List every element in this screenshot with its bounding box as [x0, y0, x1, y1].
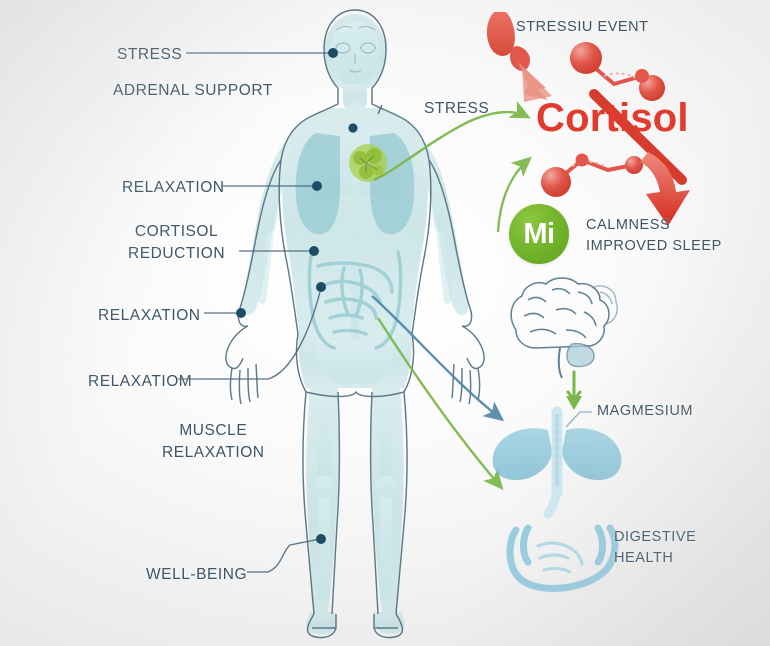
label-cortisol-reduction: CORTISOL REDUCTION — [128, 223, 226, 262]
label-calmness-improved-sleep: CALMNESS IMPROVED SLEEP — [586, 217, 722, 254]
label-well-being: WELL-BEING — [146, 566, 248, 583]
arrow-to-lungs — [371, 295, 505, 422]
body-intestines — [307, 250, 403, 350]
cortisol-decrease-arrow — [640, 152, 690, 226]
cortisol-heading: Cortisol — [536, 96, 689, 140]
label-relaxatiom: RELAXATIOM — [88, 373, 193, 390]
lungs-illustration — [492, 406, 622, 519]
label-relaxation-chest: RELAXATION — [122, 179, 225, 196]
cortisol-strikethrough — [589, 89, 687, 185]
label-digestive-health: DIGESTIVE HEALTH — [614, 529, 697, 566]
arrow-to-intestines — [376, 317, 504, 491]
arrow-mi-to-cortisol — [496, 156, 532, 233]
cortisol-molecules — [541, 42, 687, 197]
label-stress-event: STRESSIU EVENT — [516, 19, 649, 35]
mi-badge: Mi — [509, 204, 569, 264]
intestines-illustration — [506, 524, 619, 592]
label-stress: STRESS — [117, 46, 183, 63]
label-adrenal-support: ADRENAL SUPPORT — [113, 82, 273, 99]
label-magnesium: MAGMESIUM — [597, 403, 693, 419]
arrow-stress-to-cortisol — [373, 100, 531, 182]
label-relaxation-hand: RELAXATION — [98, 307, 201, 324]
human-body-illustration — [225, 9, 485, 639]
leader-dots — [236, 48, 358, 544]
stress-event-icon — [486, 12, 552, 102]
magnesium-cluster-icon — [349, 144, 387, 182]
intestines-inner-coil — [536, 541, 584, 574]
label-stress-torso: STRESS — [424, 100, 490, 117]
magnesium-down-arrow — [566, 370, 582, 410]
brain-illustration — [510, 277, 618, 379]
leader-lines — [178, 52, 383, 573]
label-muscle-relaxation: MUSCLE RELAXATION — [162, 422, 265, 461]
